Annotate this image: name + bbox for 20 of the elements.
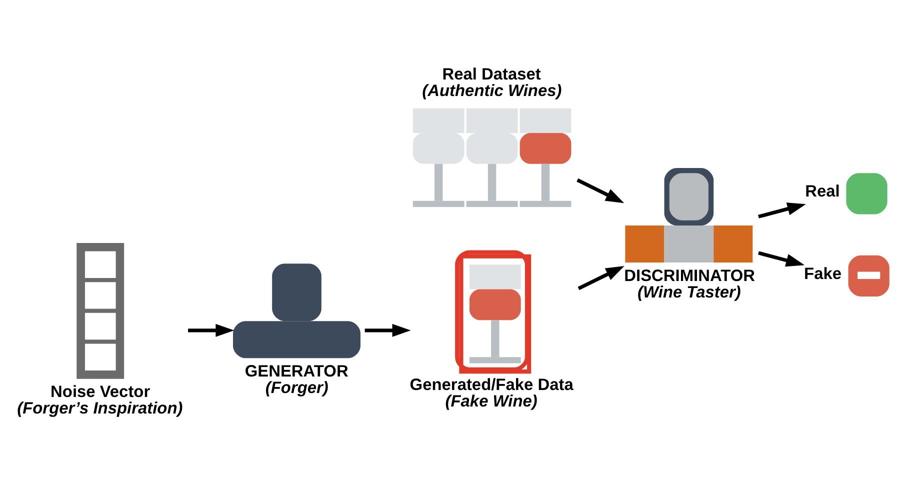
arrow <box>758 202 806 218</box>
node-label: (Forger’s Inspiration) <box>17 398 183 417</box>
arrow <box>364 323 411 336</box>
node-label: (Authentic Wines) <box>422 81 562 100</box>
node-label: GENERATOR <box>244 362 348 380</box>
node-label: Real Dataset <box>442 64 541 83</box>
arrow <box>758 250 805 266</box>
node-label: (Fake Wine) <box>445 392 538 410</box>
node-label: Real <box>805 182 840 200</box>
node-label: Generated/Fake Data <box>410 375 574 394</box>
node-label: Fake <box>804 264 842 282</box>
node-box <box>846 172 888 214</box>
arrow <box>188 323 234 336</box>
node-label: (Forger) <box>265 378 328 396</box>
node-box <box>848 254 890 296</box>
arrow <box>576 178 624 203</box>
node-label: Noise Vector <box>50 382 150 401</box>
arrow <box>578 265 624 290</box>
node-label: (Wine Taster) <box>638 282 741 301</box>
node-label: DISCRIMINATOR <box>624 266 756 284</box>
